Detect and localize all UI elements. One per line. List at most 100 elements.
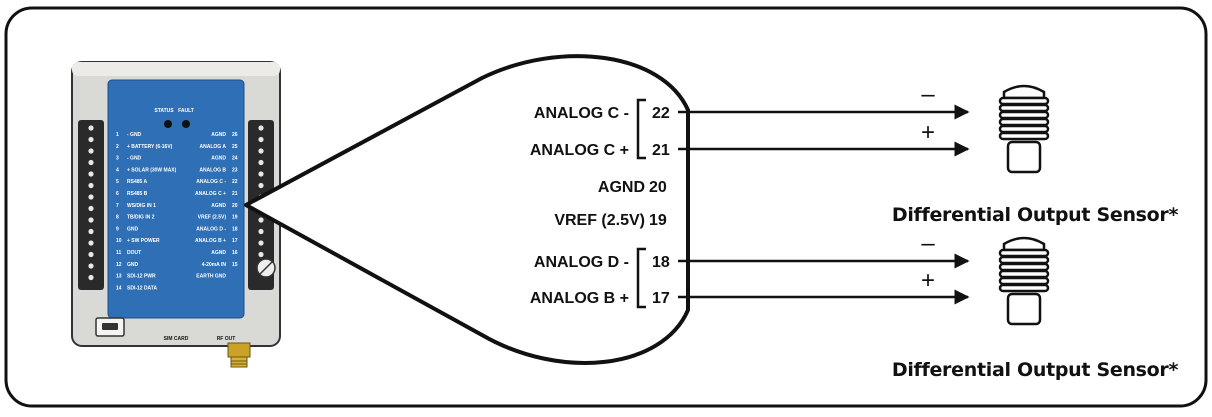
device-pin-label: ANALOG B + [195, 238, 226, 244]
device-pin-label: AGND [211, 203, 226, 209]
device-pin-label: - GND [127, 132, 142, 138]
device-pin-number: 24 [232, 156, 238, 162]
terminal-screw [258, 251, 264, 258]
device-pin-label: ANALOG A [200, 144, 227, 150]
device-pin-number: 6 [116, 191, 119, 197]
zoom-pin-label: ANALOG D - [534, 254, 629, 271]
device-pin-number: 16 [232, 250, 238, 256]
terminal-screw [258, 171, 264, 177]
device-pin-label: AGND [211, 132, 226, 138]
sensor-caption: Differential Output Sensor* [892, 204, 1179, 226]
device-pin-label: AGND [211, 156, 226, 162]
plus-sign: + [921, 119, 935, 146]
differential-bracket [636, 98, 646, 160]
device-pin-label: + BATTERY (6-16V) [127, 144, 173, 150]
terminal-screw [258, 125, 264, 131]
sensor-icon [998, 84, 1050, 174]
device-pin-number: 18 [232, 226, 238, 232]
device-pin-number: 25 [232, 144, 238, 150]
terminal-screw [258, 159, 264, 166]
terminal-screw [88, 263, 94, 269]
terminal-screw [258, 228, 264, 235]
rf-out-label: RF OUT [217, 336, 236, 342]
zoom-pin-label: ANALOG B + [530, 290, 629, 307]
device-label-panel [107, 79, 245, 319]
terminal-screw [88, 148, 94, 154]
terminal-screw [88, 217, 94, 223]
device-pin-number: 26 [232, 132, 238, 138]
left-terminal-strip [78, 120, 104, 290]
device-pin-label: + SW POWER [127, 238, 160, 244]
plus-sign: + [921, 267, 935, 294]
minus-sign: – [921, 230, 935, 257]
minus-sign: – [921, 81, 935, 108]
terminal-screw [88, 182, 94, 189]
magnifier-bubble [244, 54, 690, 365]
sensor-icon [998, 236, 1050, 326]
device-pin-label: TB/DIG IN 2 [127, 215, 155, 221]
device-pin-number: 21 [232, 191, 238, 197]
device-pin-label: VREF (2.5V) [198, 215, 227, 221]
device-pin-label: ANALOG B [199, 167, 226, 173]
device-pin-label: WS/DIG IN 1 [127, 203, 156, 209]
device-pin-number: 7 [116, 203, 119, 209]
device-pin-label: ANALOG C - [196, 179, 226, 185]
device-pin-label: + SOLAR (30W MAX) [127, 167, 177, 173]
device-pin-number: 4 [116, 167, 119, 173]
device-pin-label: EARTH GND [196, 274, 226, 280]
device-pin-number: 23 [232, 167, 238, 173]
terminal-screw [88, 228, 94, 235]
terminal-screw [258, 148, 264, 154]
device-top-rim [72, 62, 280, 76]
usb-port-opening [102, 323, 118, 330]
terminal-screw [88, 136, 94, 143]
fault-led-label: FAULT [178, 108, 194, 114]
device-pin-number: 2 [116, 144, 119, 150]
terminal-screw [88, 274, 94, 281]
zoom-pin-label: VREF (2.5V) [554, 212, 645, 229]
device-pin-number: 13 [116, 274, 122, 280]
device-pin-label: ANALOG C + [195, 191, 226, 197]
device-pin-number: 14 [116, 285, 122, 291]
zoom-pin-number: 22 [652, 105, 670, 122]
left-terminal-screws [88, 125, 94, 281]
sensor-caption: Differential Output Sensor* [892, 359, 1179, 381]
terminal-screw [258, 136, 264, 143]
status-led [164, 120, 172, 128]
terminal-screw [88, 159, 94, 166]
device-pin-number: 9 [116, 226, 119, 232]
zoomed-pins: ANALOG C - 22 ANALOG C + 21 AGND 20 VREF… [530, 105, 670, 307]
zoom-pin-number: 19 [649, 212, 667, 229]
device-pin-label: SDI-12 DATA [127, 285, 157, 291]
status-led-label: STATUS [154, 108, 174, 114]
device-pin-label: RS485 A [127, 179, 147, 185]
device-pin-number: 22 [232, 179, 238, 185]
zoom-pin-label: ANALOG C + [530, 142, 629, 159]
zoom-pin-number: 18 [652, 254, 670, 271]
terminal-screw [88, 125, 94, 131]
zoom-pin-label: AGND [598, 179, 645, 196]
device-pin-label: GND [127, 226, 139, 232]
terminal-screw [88, 251, 94, 258]
terminal-screw [88, 205, 94, 212]
device-pin-label: - GND [127, 156, 142, 162]
terminal-screw [88, 171, 94, 177]
device-pin-number: 8 [116, 215, 119, 221]
terminal-screw [258, 182, 264, 189]
device-pin-label: RS485 B [127, 191, 148, 197]
device-pin-number: 5 [116, 179, 119, 185]
device-pin-label: AGND [211, 250, 226, 256]
device-pin-number: 10 [116, 238, 122, 244]
zoom-pin-number: 21 [652, 142, 670, 159]
differential-bracket [636, 247, 646, 309]
terminal-screw [258, 217, 264, 223]
device-pin-label: GND [127, 262, 139, 268]
device-pin-number: 19 [232, 215, 238, 221]
device-pin-label: SDI-12 PWR [127, 274, 156, 280]
device-pin-number: 17 [232, 238, 238, 244]
device-pin-number: 1 [116, 132, 119, 138]
